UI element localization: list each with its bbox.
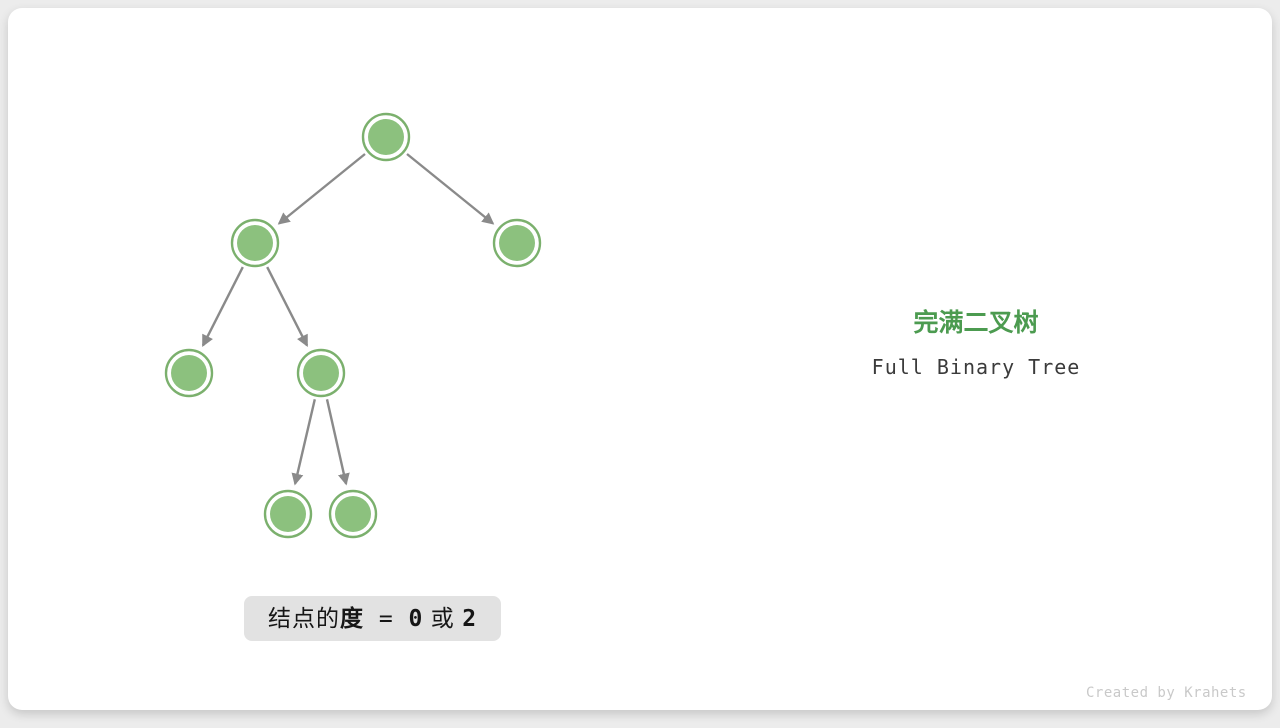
caption-part: 或 xyxy=(423,605,463,631)
tree-node xyxy=(230,218,280,268)
tree-node xyxy=(296,348,346,398)
title-block: 完满二叉树 Full Binary Tree xyxy=(776,309,1176,379)
tree-edge xyxy=(201,266,244,348)
tree-edges xyxy=(201,153,495,486)
caption-part: 度 xyxy=(340,605,364,631)
tree-node xyxy=(361,112,411,162)
tree-node xyxy=(328,489,378,539)
degree-caption: 结点的度 = 0 或 2 xyxy=(244,596,502,641)
binary-tree-diagram xyxy=(164,112,542,539)
tree-node xyxy=(492,218,542,268)
tree-edge xyxy=(325,399,350,486)
tree-nodes xyxy=(164,112,542,539)
diagram-title-zh: 完满二叉树 xyxy=(913,309,1039,337)
tree-edge xyxy=(291,399,316,486)
caption-part: 结点的 xyxy=(268,605,340,631)
tree-node xyxy=(263,489,313,539)
tree-node xyxy=(164,348,214,398)
content-card: 完满二叉树 Full Binary Tree 结点的度 = 0 或 2 Crea… xyxy=(8,8,1272,710)
diagram-title-en: Full Binary Tree xyxy=(871,355,1081,379)
caption-part: = xyxy=(364,606,409,632)
caption-part: 2 xyxy=(462,606,478,632)
tree-edge xyxy=(277,153,366,225)
tree-edge xyxy=(266,266,309,348)
tree-edge xyxy=(406,153,495,225)
caption-part: 0 xyxy=(408,606,424,632)
credit-text: Created by Krahets xyxy=(1086,685,1247,701)
